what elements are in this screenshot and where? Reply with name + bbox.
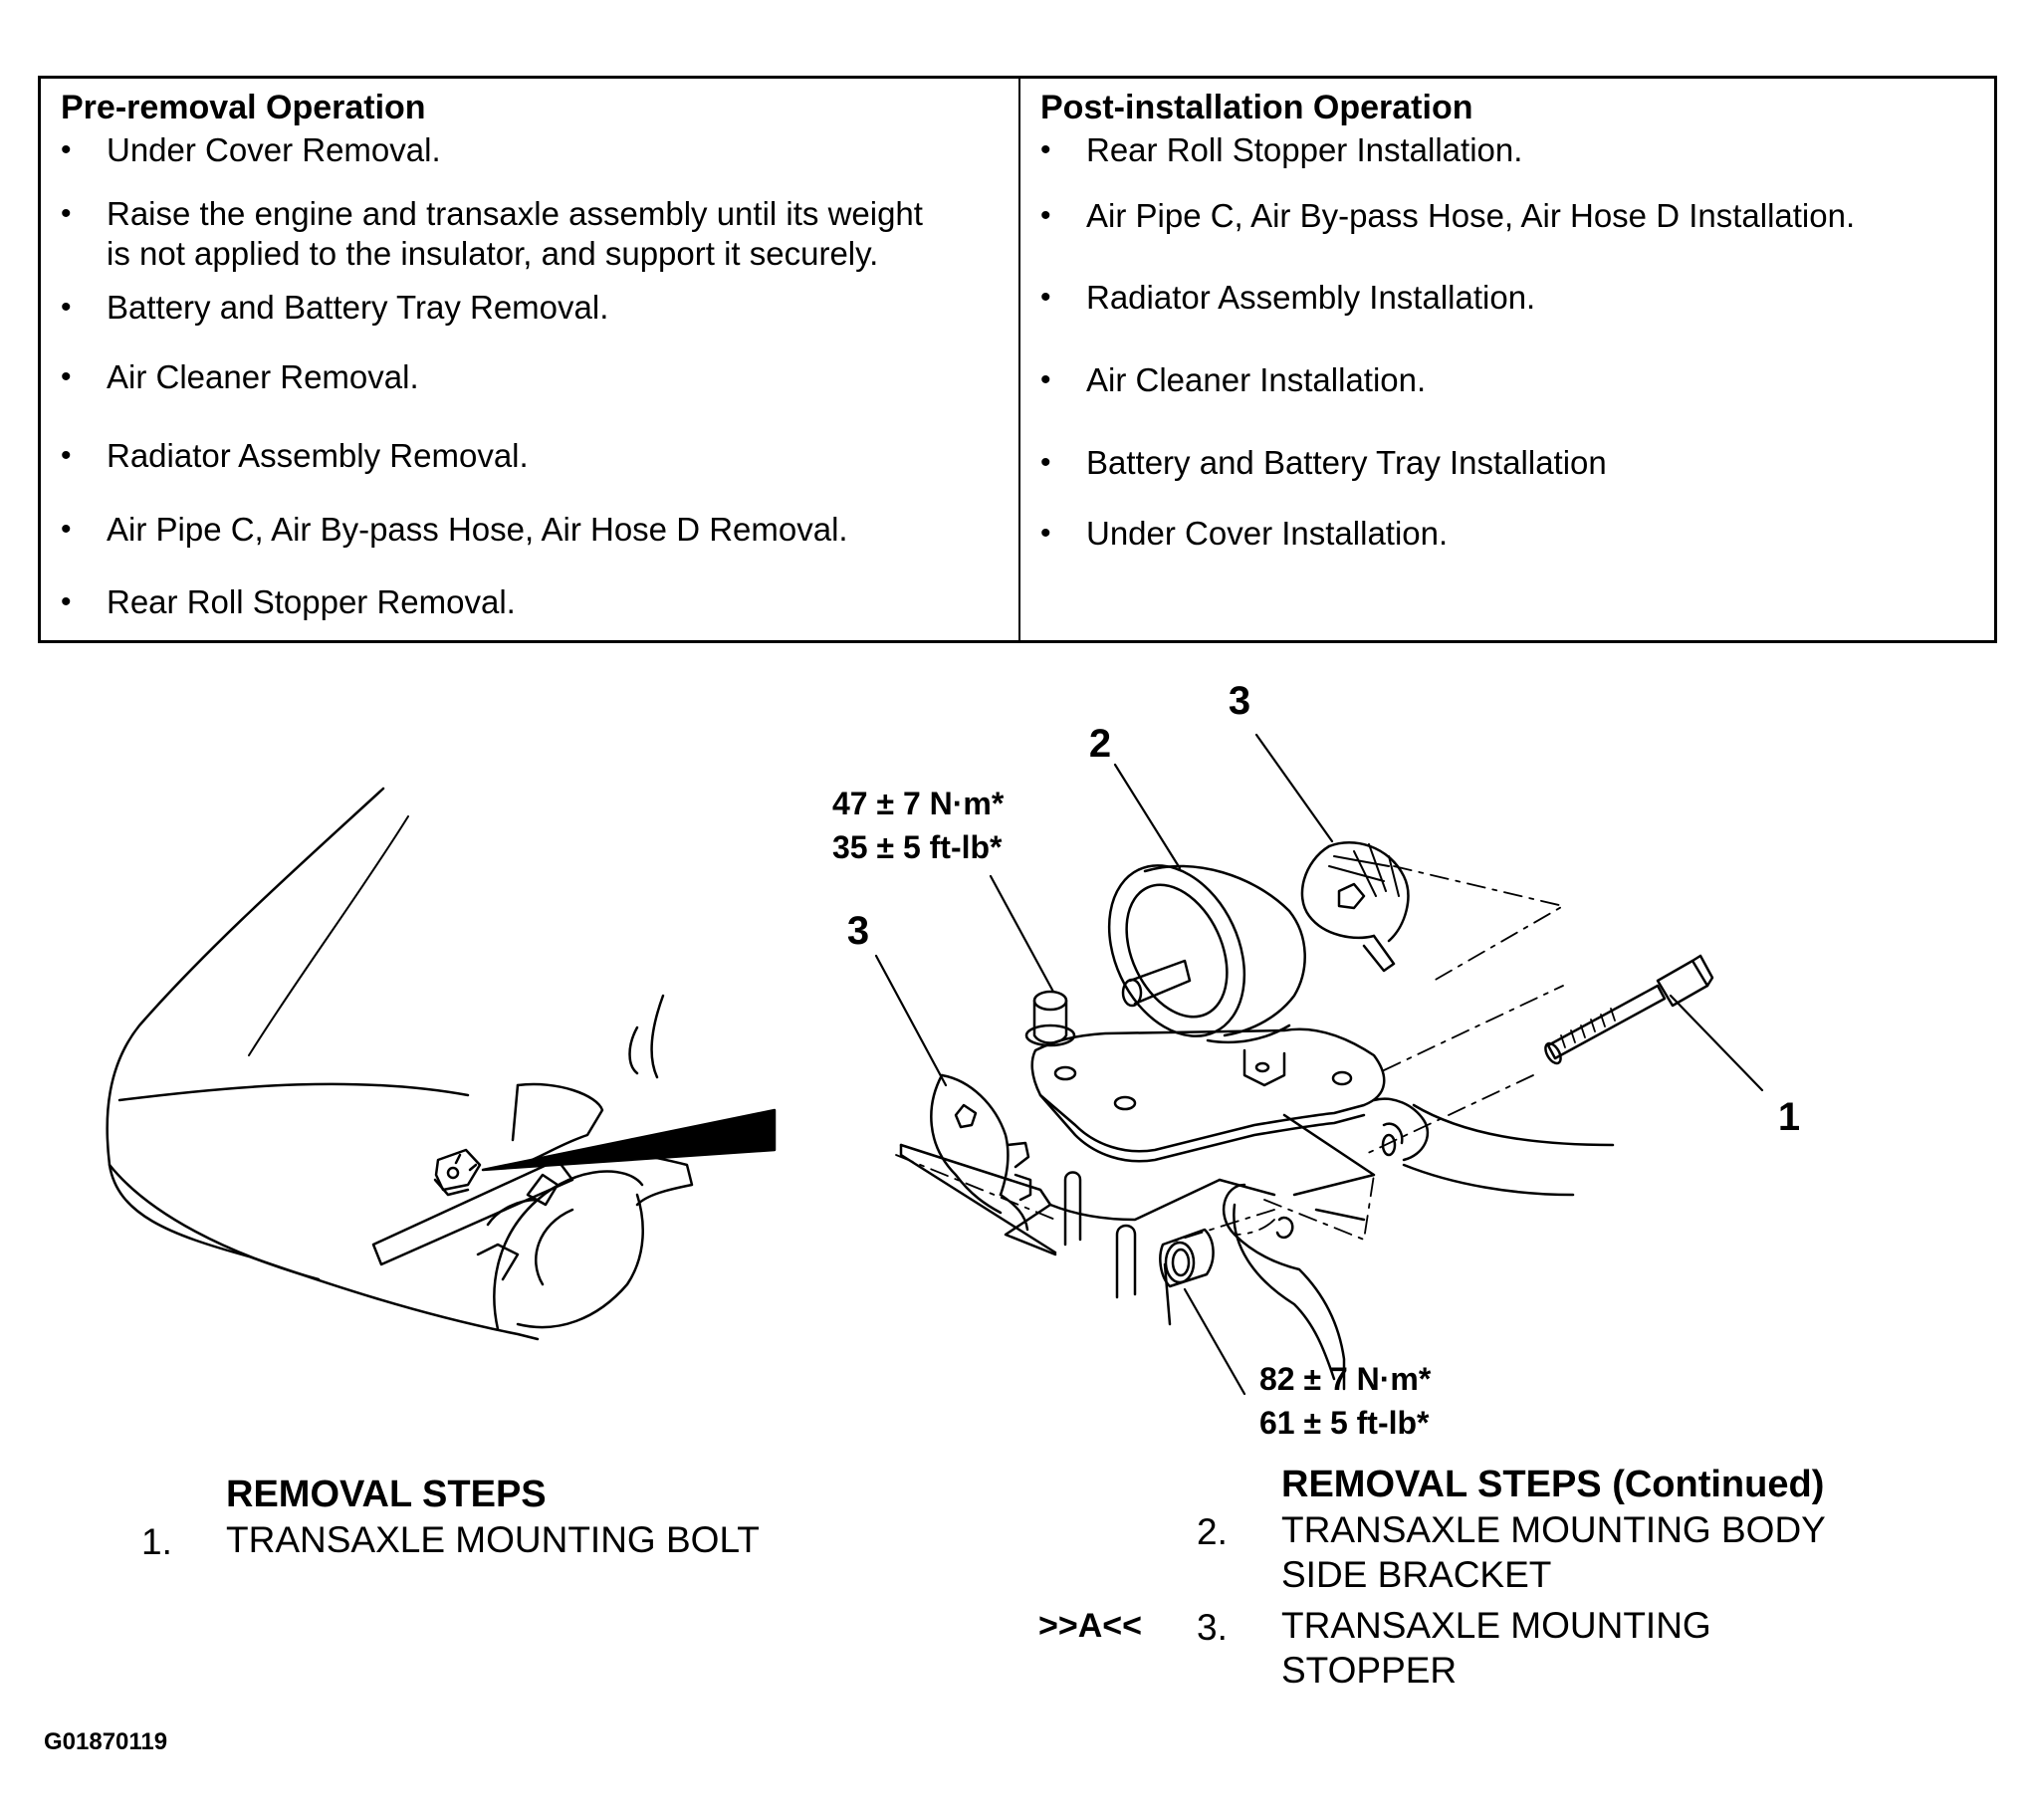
side-member xyxy=(899,1097,1615,1391)
post-installation-item: Air Pipe C, Air By-pass Hose, Air Hose D… xyxy=(1040,196,1855,236)
post-installation-item: Battery and Battery Tray Installation xyxy=(1040,443,1607,483)
torque-lower-ftlb: 61 ± 5 ft-lb* xyxy=(1259,1405,1430,1441)
figure-code: G01870119 xyxy=(44,1728,168,1755)
removal-step-text: TRANSAXLE MOUNTING STOPPER xyxy=(1281,1603,1899,1693)
leader-lines xyxy=(874,733,1764,1396)
post-installation-item: Radiator Assembly Installation. xyxy=(1040,278,1535,318)
removal-step-text: TRANSAXLE MOUNTING BOLT xyxy=(226,1519,760,1560)
removal-step-number: 2. xyxy=(1197,1511,1228,1552)
post-installation-item: Under Cover Installation. xyxy=(1040,514,1448,554)
pre-removal-item: Raise the engine and transaxle assembly … xyxy=(61,194,923,274)
pre-removal-item: Radiator Assembly Removal. xyxy=(61,436,529,476)
removal-step-number: 1. xyxy=(141,1521,172,1562)
pre-removal-column: Pre-removal Operation Under Cover Remova… xyxy=(41,79,1020,640)
torque-upper-nm: 47 ± 7 N·m* xyxy=(832,786,1005,821)
pre-removal-heading: Pre-removal Operation xyxy=(61,89,426,126)
removal-step-text: TRANSAXLE MOUNTING BODY SIDE BRACKET xyxy=(1281,1507,1899,1597)
flange-nut-upper xyxy=(1024,990,1076,1047)
pre-removal-item-line: is not applied to the insulator, and sup… xyxy=(107,235,879,272)
callout-3-top: 3 xyxy=(1229,679,1250,723)
torque-upper-ftlb: 35 ± 5 ft-lb* xyxy=(832,829,1003,865)
pre-removal-item: Battery and Battery Tray Removal. xyxy=(61,288,608,328)
service-point-marker: >>A<< xyxy=(1038,1607,1142,1645)
callout-3-left: 3 xyxy=(847,909,869,953)
mounting-diagram: 3 2 3 1 47 ± 7 N·m* 35 ± 5 ft-lb* 82 ± 7… xyxy=(106,679,1800,1441)
body-side-bracket xyxy=(1030,864,1386,1163)
post-installation-heading: Post-installation Operation xyxy=(1040,89,1473,126)
removal-step-line: STOPPER xyxy=(1281,1650,1458,1691)
removal-step-line: SIDE BRACKET xyxy=(1281,1554,1552,1595)
pre-removal-item-line: Raise the engine and transaxle assembly … xyxy=(107,195,923,232)
removal-step-line: TRANSAXLE MOUNTING xyxy=(1281,1605,1711,1646)
callout-2: 2 xyxy=(1089,722,1111,766)
vehicle-front-illustration xyxy=(106,787,777,1341)
removal-step-line: TRANSAXLE MOUNTING BODY xyxy=(1281,1509,1826,1550)
pre-removal-item: Under Cover Removal. xyxy=(61,130,441,170)
mounting-stopper-right xyxy=(1300,841,1410,973)
pre-removal-item: Rear Roll Stopper Removal. xyxy=(61,582,516,622)
removal-step-number: 3. xyxy=(1197,1607,1228,1648)
callout-1: 1 xyxy=(1778,1095,1800,1139)
pre-removal-item: Air Pipe C, Air By-pass Hose, Air Hose D… xyxy=(61,510,848,550)
pre-removal-item: Air Cleaner Removal. xyxy=(61,357,419,397)
mounting-bolt xyxy=(1544,954,1714,1065)
operations-table: Pre-removal Operation Under Cover Remova… xyxy=(38,76,1997,643)
torque-lower-nm: 82 ± 7 N·m* xyxy=(1259,1361,1432,1397)
flange-nut-lower xyxy=(1159,1228,1215,1288)
post-installation-item: Air Cleaner Installation. xyxy=(1040,360,1426,400)
post-installation-column: Post-installation Operation Rear Roll St… xyxy=(1020,79,1994,640)
removal-steps-continued-title: REMOVAL STEPS (Continued) xyxy=(1281,1464,1825,1505)
post-installation-item: Rear Roll Stopper Installation. xyxy=(1040,130,1522,170)
removal-steps-title: REMOVAL STEPS xyxy=(226,1474,547,1515)
assembly-centerlines xyxy=(895,865,1564,1244)
